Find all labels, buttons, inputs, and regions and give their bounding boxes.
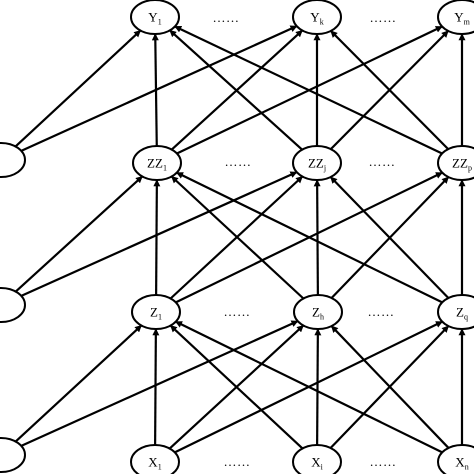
edge-z1-to-zz1: [153, 179, 161, 296]
ellipsis: ……: [225, 154, 252, 169]
node-zzj: ZZj: [292, 145, 342, 181]
node-ellipse: [0, 287, 26, 323]
node-zzp: ZZp: [437, 145, 474, 181]
edge-b2-to-zzj: [20, 171, 298, 297]
node-label: ZZj: [308, 156, 326, 173]
node-ellipse: [437, 444, 474, 474]
edge-b3-to-zh: [20, 320, 299, 447]
edge-b1-to-yk: [20, 25, 298, 152]
node-label: ZZp: [452, 156, 472, 173]
edge-zzp-to-yk: [330, 30, 449, 150]
node-b3: [0, 437, 26, 473]
node-ellipse: [131, 294, 181, 330]
node-zz1: ZZ1: [132, 145, 182, 181]
edge-xn-to-zh: [330, 325, 450, 449]
node-ellipse: [292, 145, 342, 181]
edge-b3-to-z1: [14, 324, 143, 443]
edge-zq-to-zzj: [329, 176, 450, 299]
node-ellipse: [437, 145, 474, 181]
edge-x1-to-z1: [152, 328, 160, 446]
edge-xi-to-zh: [314, 328, 322, 446]
node-label: Z1: [150, 305, 162, 322]
ellipsis: ……: [224, 454, 251, 469]
edge-zq-to-zz1: [176, 171, 443, 304]
node-zq: Zq: [437, 294, 474, 330]
node-label: Xi: [311, 455, 323, 472]
node-xn: Xn: [437, 444, 474, 474]
node-x1: X1: [130, 444, 180, 474]
ellipsis: ……: [370, 454, 397, 469]
node-ellipse: [293, 294, 343, 330]
node-ellipse: [130, 444, 180, 474]
ellipsis: ……: [224, 304, 251, 319]
ellipses: …… …… …… …… …… …… …… ……: [213, 10, 397, 469]
ellipsis: ……: [370, 10, 397, 25]
node-ellipse: [292, 444, 342, 474]
node-yk: Yk: [292, 0, 342, 35]
edges: [14, 25, 466, 454]
node-zh: Zh: [293, 294, 343, 330]
edge-zzp-to-y1: [174, 25, 443, 155]
node-label: X1: [148, 455, 161, 472]
edge-zh-to-zzj: [313, 179, 321, 296]
node-b1: [0, 142, 26, 178]
ellipsis: ……: [213, 10, 240, 25]
edge-zzj-to-y1: [169, 29, 303, 151]
edge-xn-to-z1: [175, 320, 443, 454]
node-label: Zq: [456, 305, 468, 322]
node-ym: Ym: [437, 0, 474, 35]
node-label: Xn: [455, 455, 468, 472]
node-ellipse: [0, 142, 26, 178]
edge-xi-to-z1: [169, 324, 304, 450]
node-ellipse: [437, 0, 474, 35]
node-ellipse: [292, 0, 342, 35]
node-label: Yk: [310, 10, 323, 27]
node-label: Zh: [312, 305, 324, 322]
node-label: ZZ1: [147, 156, 167, 173]
node-ellipse: [132, 145, 182, 181]
node-xi: Xi: [292, 444, 342, 474]
edge-b1-to-y1: [14, 29, 142, 148]
node-ellipse: [130, 0, 180, 35]
node-ellipse: [437, 294, 474, 330]
node-y1: Y1: [130, 0, 180, 35]
edge-zh-to-zz1: [170, 175, 305, 300]
ellipsis: ……: [368, 304, 395, 319]
node-ellipse: [0, 437, 26, 473]
node-b2: [0, 287, 26, 323]
node-z1: Z1: [131, 294, 181, 330]
edge-b2-to-zz1: [14, 175, 144, 293]
node-label: Ym: [454, 10, 470, 27]
ellipsis: ……: [369, 154, 396, 169]
node-label: Y1: [148, 10, 161, 27]
